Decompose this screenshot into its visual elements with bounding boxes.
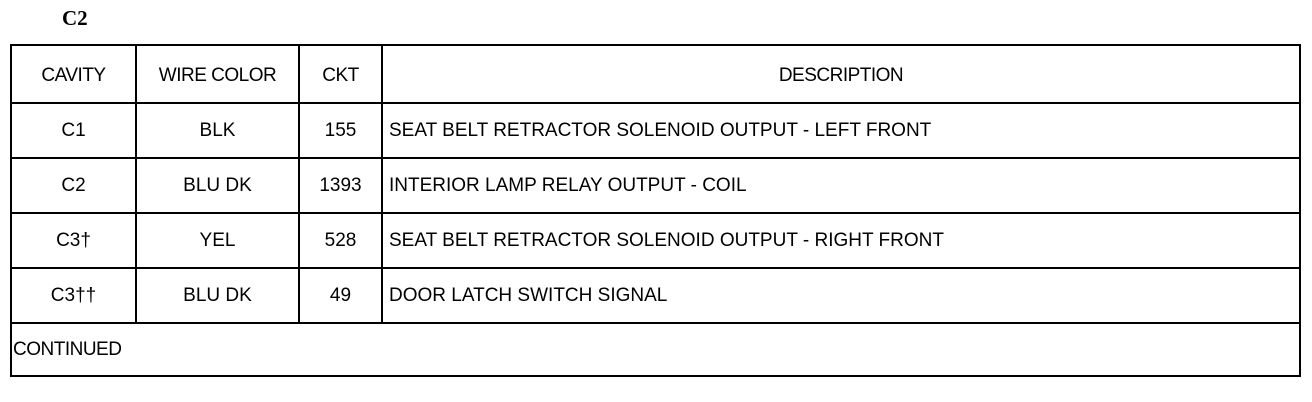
cell-wire-color: BLU DK [135, 267, 300, 324]
cell-wire-color: BLK [135, 102, 300, 159]
continued-note: CONTINUED [10, 322, 1301, 377]
cell-cavity: C1 [10, 102, 137, 159]
header-cavity: CAVITY [10, 44, 137, 104]
table-footer-row: CONTINUED [10, 322, 1301, 377]
cell-ckt: 1393 [298, 157, 383, 214]
header-description: DESCRIPTION [381, 44, 1301, 104]
cell-description: INTERIOR LAMP RELAY OUTPUT - COIL [381, 157, 1301, 214]
cell-description: DOOR LATCH SWITCH SIGNAL [381, 267, 1301, 324]
cell-wire-color: BLU DK [135, 157, 300, 214]
cell-description: SEAT BELT RETRACTOR SOLENOID OUTPUT - LE… [381, 102, 1301, 159]
header-ckt: CKT [298, 44, 383, 104]
table-header-row: CAVITY WIRE COLOR CKT DESCRIPTION [10, 44, 1301, 104]
table-row: C3†† BLU DK 49 DOOR LATCH SWITCH SIGNAL [10, 267, 1301, 324]
connector-label: C2 [62, 6, 88, 30]
cell-cavity: C3†† [10, 267, 137, 324]
cell-cavity: C3† [10, 212, 137, 269]
cell-ckt: 155 [298, 102, 383, 159]
table-row: C2 BLU DK 1393 INTERIOR LAMP RELAY OUTPU… [10, 157, 1301, 214]
table-row: C1 BLK 155 SEAT BELT RETRACTOR SOLENOID … [10, 102, 1301, 159]
header-wire-color: WIRE COLOR [135, 44, 300, 104]
cell-ckt: 528 [298, 212, 383, 269]
table-row: C3† YEL 528 SEAT BELT RETRACTOR SOLENOID… [10, 212, 1301, 269]
cell-cavity: C2 [10, 157, 137, 214]
connector-pinout-table: CAVITY WIRE COLOR CKT DESCRIPTION C1 BLK… [10, 44, 1301, 377]
cell-ckt: 49 [298, 267, 383, 324]
cell-description: SEAT BELT RETRACTOR SOLENOID OUTPUT - RI… [381, 212, 1301, 269]
cell-wire-color: YEL [135, 212, 300, 269]
